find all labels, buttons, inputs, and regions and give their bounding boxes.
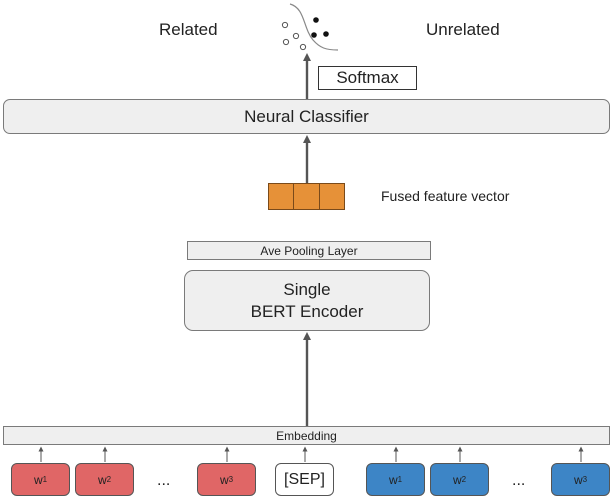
ave-pooling-layer-label: Ave Pooling Layer: [260, 243, 358, 258]
token-letter: w: [97, 472, 107, 487]
token-subscript: 1: [42, 475, 48, 484]
token-letter: w: [388, 472, 398, 487]
embedding-box: Embedding: [3, 426, 610, 445]
token-subscript: 2: [106, 475, 112, 484]
softmax-label: Softmax: [336, 68, 399, 87]
token-letter: w: [219, 472, 229, 487]
token-subscript: 2: [461, 475, 467, 484]
neural-classifier-box: Neural Classifier: [3, 99, 610, 134]
separator-token: [SEP]: [275, 463, 334, 496]
feature-cell: [319, 184, 344, 209]
token-letter: w: [573, 472, 583, 487]
token-subscript: 3: [582, 475, 588, 484]
token-subscript: 1: [397, 475, 403, 484]
feature-cell: [294, 184, 320, 209]
related-label: Related: [159, 20, 218, 39]
token-letter: w: [33, 472, 43, 487]
token-subscript: 3: [228, 475, 234, 484]
bert-encoder-line2: BERT Encoder: [250, 301, 364, 321]
unrelated-label: Unrelated: [426, 20, 500, 39]
neural-classifier-label: Neural Classifier: [244, 106, 369, 126]
bert-encoder-line1: Single: [283, 279, 331, 299]
separator-label: [SEP]: [284, 470, 325, 488]
token-left-ellipsis: ...: [157, 472, 171, 489]
bert-encoder-box: Single BERT Encoder: [184, 270, 430, 331]
token-right-ellipsis: ...: [512, 472, 526, 489]
ave-pooling-layer-box: Ave Pooling Layer: [187, 241, 431, 260]
token-letter: w: [452, 472, 462, 487]
fused-feature-vector: [268, 183, 345, 210]
feature-cell: [269, 184, 295, 209]
fused-feature-vector-label: Fused feature vector: [381, 188, 510, 204]
embedding-label: Embedding: [276, 428, 337, 443]
softmax-box: Softmax: [318, 66, 417, 90]
